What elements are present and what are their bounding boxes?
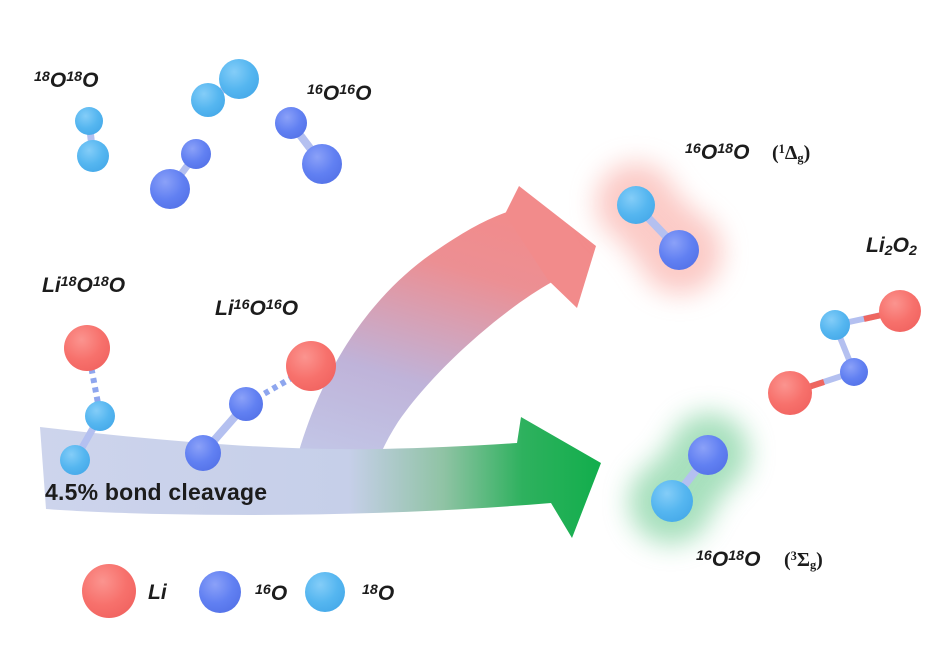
o18-atom xyxy=(219,59,259,99)
o16-atom xyxy=(840,358,868,386)
label-triplet-state: (3Σg) xyxy=(784,548,823,573)
o18-atom xyxy=(191,83,225,117)
label-o18-dimer: 18O18O xyxy=(34,68,99,92)
molecule-singlet-16o18o xyxy=(617,186,699,270)
o18-atom xyxy=(651,480,693,522)
molecule-li16o16o xyxy=(185,341,336,471)
label-singlet-formula: 16O18O xyxy=(685,140,750,164)
o16-atom xyxy=(150,169,190,209)
legend-li-label: Li xyxy=(148,581,167,604)
legend-li-swatch xyxy=(82,564,136,618)
o18-atom xyxy=(60,445,90,475)
legend-swatches xyxy=(82,564,345,618)
li-atom xyxy=(286,341,336,391)
label-li2o2: Li2O2 xyxy=(866,234,917,259)
molecule-18o18o-left xyxy=(75,107,109,172)
molecule-li18o18o xyxy=(60,325,115,475)
o16-atom xyxy=(275,107,307,139)
o18-atom xyxy=(77,140,109,172)
o16-atom xyxy=(181,139,211,169)
triplet-pathway-arrow xyxy=(40,417,601,538)
legend-o16-swatch xyxy=(199,571,241,613)
li-atom xyxy=(768,371,812,415)
singlet-pathway-band xyxy=(285,212,552,512)
label-triplet-formula: 16O18O xyxy=(696,547,761,571)
molecule-triplet-16o18o xyxy=(651,435,728,522)
molecule-16o16o-right xyxy=(275,107,342,184)
li-atom xyxy=(879,290,921,332)
o16-atom xyxy=(302,144,342,184)
o18-atom xyxy=(820,310,850,340)
label-bond-cleavage: 4.5% bond cleavage xyxy=(45,479,268,505)
label-singlet-state: (1Δg) xyxy=(772,141,811,166)
legend-o18-swatch xyxy=(305,572,345,612)
singlet-arrowhead-icon xyxy=(505,186,596,308)
label-li-o18-superoxide: Li18O18O xyxy=(42,273,126,297)
o16-atom xyxy=(659,230,699,270)
o18-atom xyxy=(75,107,103,135)
label-li-o16-superoxide: Li16O16O xyxy=(215,296,299,320)
legend-o16-label: 16O xyxy=(255,581,288,605)
molecule-16o16o-middle xyxy=(150,139,211,209)
o18-atom xyxy=(85,401,115,431)
o16-atom xyxy=(185,435,221,471)
singlet-pathway-arrow xyxy=(285,186,596,512)
label-o16-dimer: 16O16O xyxy=(307,81,372,105)
o18-atom xyxy=(617,186,655,224)
molecule-li2o2 xyxy=(768,290,921,415)
li-atom xyxy=(64,325,110,371)
o16-atom xyxy=(229,387,263,421)
o16-atom xyxy=(688,435,728,475)
legend-o18-label: 18O xyxy=(362,581,395,605)
molecule-18o18o-middle xyxy=(191,59,259,117)
